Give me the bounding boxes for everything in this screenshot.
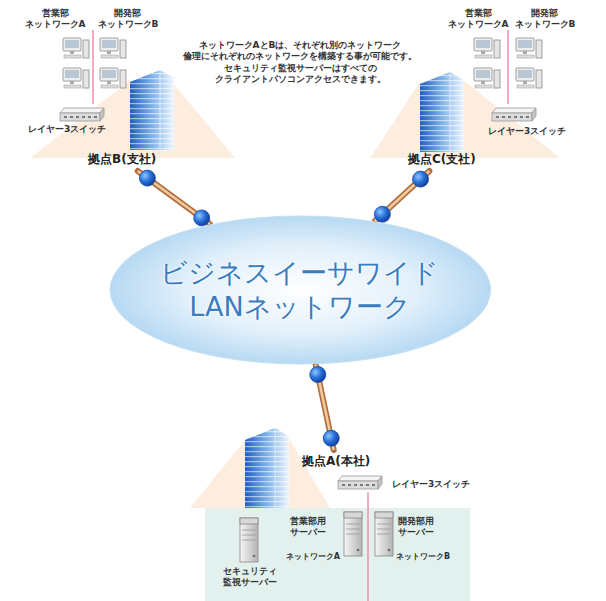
site-label: 拠点A(本社): [298, 452, 374, 471]
server-label: セキュリティ 監視サーバー: [223, 566, 277, 589]
link-port: [139, 170, 155, 186]
note-text: ネットワークAとBは、それぞれ別のネットワーク 倫理にそれぞれのネットワークを構…: [183, 40, 417, 85]
office-building: [245, 428, 289, 508]
link-port: [310, 367, 326, 383]
link-group: [138, 170, 210, 226]
security-server: [240, 518, 258, 562]
device-label: レイヤー3スイッチ: [488, 126, 566, 137]
device-label: レイヤー3スイッチ: [392, 479, 470, 490]
server-label: 開発部用 サーバー: [398, 516, 434, 539]
site-name: 拠点B(支社): [88, 152, 156, 167]
network-divider: [507, 30, 509, 104]
network-divider: [367, 492, 369, 601]
server-room-panel: [205, 508, 470, 601]
client-pc: [516, 38, 542, 58]
network-cloud: ビジネスイーサワイド LANネットワーク: [109, 215, 492, 365]
network-name: ビジネスイーサワイド LANネットワーク: [160, 256, 439, 324]
site-name: 拠点A(本社): [302, 454, 370, 469]
layer3-switch: [60, 108, 104, 121]
network-label: ネットワークB: [396, 552, 450, 562]
link-port: [374, 206, 390, 222]
link-group: [310, 365, 339, 450]
device-label: レイヤー3スイッチ: [28, 124, 106, 135]
network-label: 開発部 ネットワークB: [98, 8, 159, 31]
client-pc: [100, 68, 126, 88]
server-label: 営業部用 サーバー: [290, 516, 326, 539]
link-port: [194, 210, 210, 226]
cloud-shape: [110, 216, 491, 364]
light-glow: [370, 82, 560, 158]
site-name: 拠点C(支社): [408, 152, 476, 167]
dev-server: [375, 512, 393, 556]
network-label: 営業部 ネットワークA: [25, 8, 86, 31]
link-port: [413, 171, 429, 187]
client-pc: [100, 38, 126, 58]
site-label: 拠点C(支社): [404, 150, 480, 169]
client-pc: [516, 68, 542, 88]
office-building: [420, 72, 464, 152]
client-pc: [474, 38, 500, 58]
cloud-shape: [109, 215, 492, 365]
network-divider: [92, 30, 94, 104]
client-pc: [63, 38, 89, 58]
client-pc: [474, 68, 500, 88]
link-group: [374, 171, 429, 222]
network-label: ネットワークA: [286, 552, 340, 562]
client-pc: [63, 68, 89, 88]
network-label: 営業部 ネットワークA: [448, 8, 509, 31]
network-label: 開発部 ネットワークB: [515, 8, 576, 31]
link-port: [323, 430, 339, 446]
site-label: 拠点B(支社): [84, 150, 160, 169]
layer3-switch: [492, 108, 536, 121]
sales-server: [344, 512, 362, 556]
office-building: [130, 70, 174, 150]
layer3-switch: [338, 476, 382, 489]
